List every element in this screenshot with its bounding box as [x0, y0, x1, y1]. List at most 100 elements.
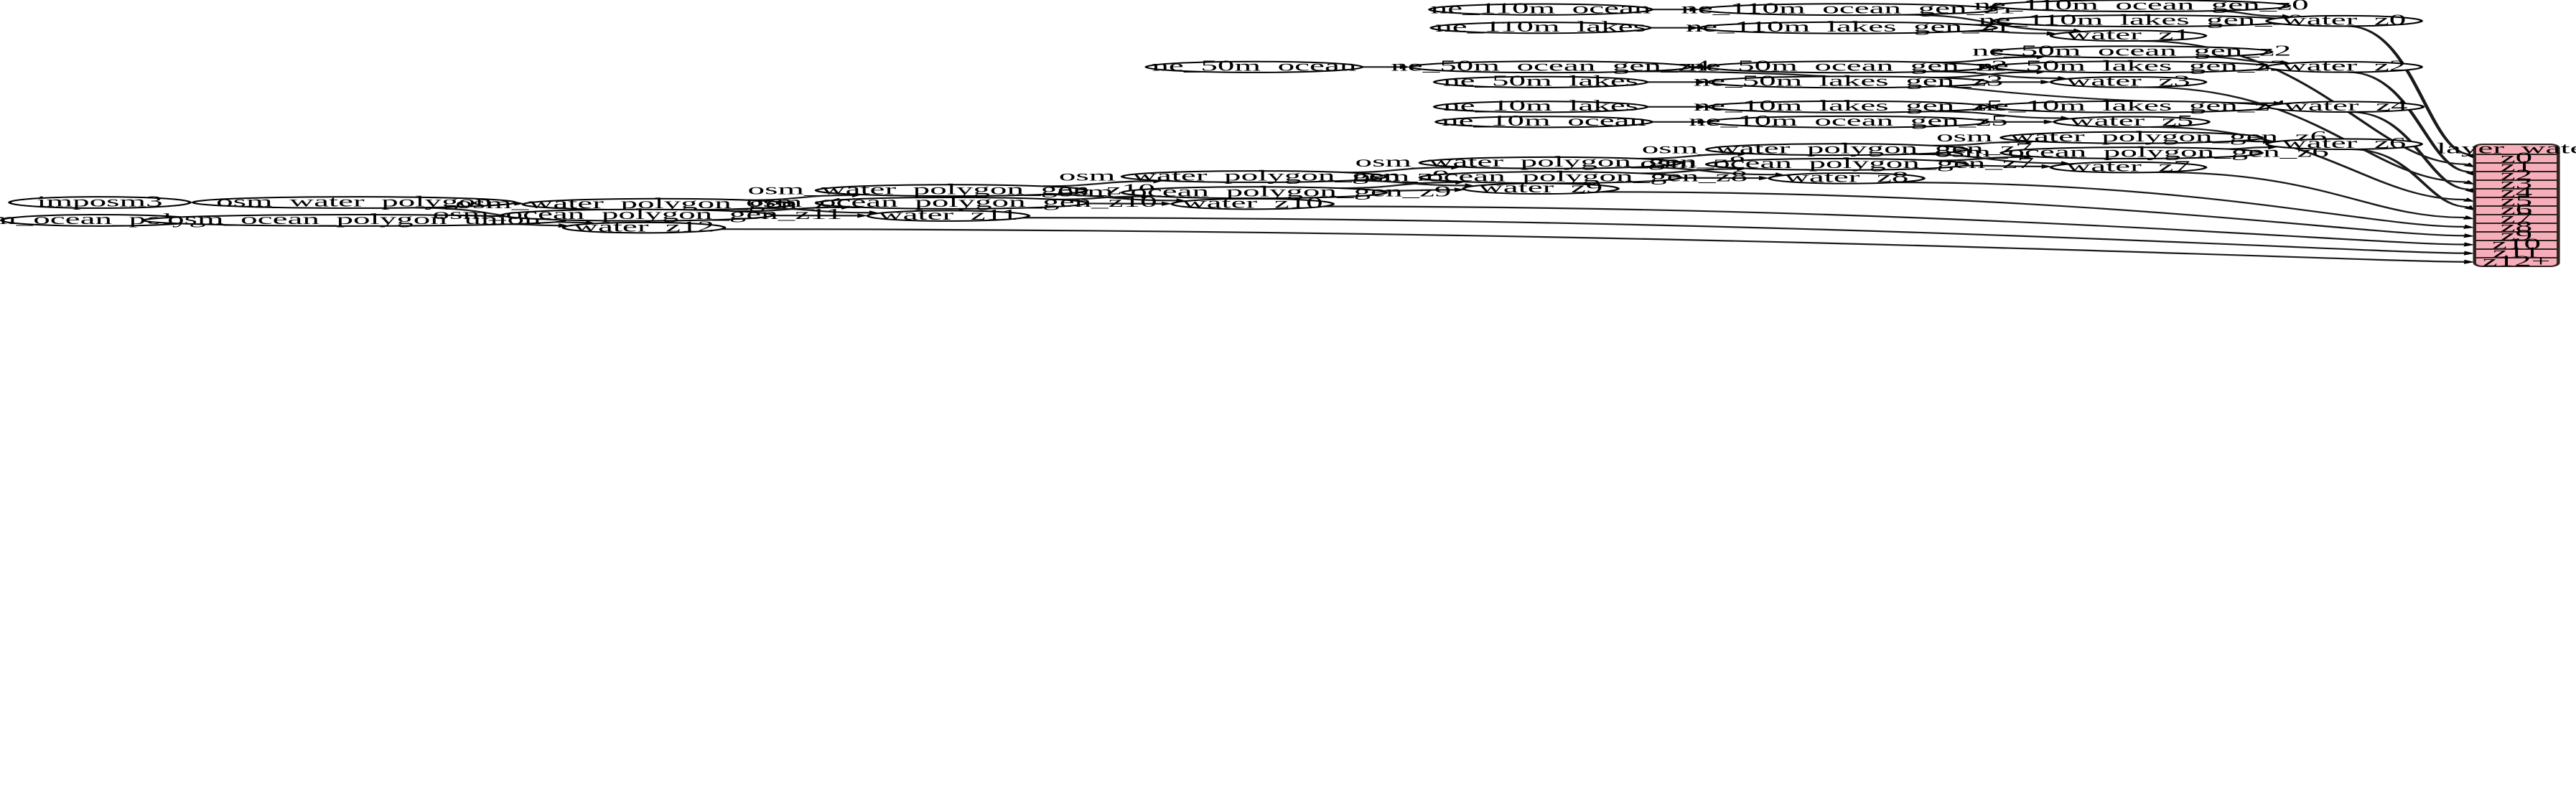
node-label-osm_water_polygon_gen_z10: osm_water_polygon_gen_z10 — [748, 181, 1156, 197]
graph-node-ne_50m_ocean_gen_z2[interactable]: ne_50m_ocean_gen_z2 — [1972, 42, 2292, 59]
edge-line — [1933, 111, 2061, 119]
node-ellipse — [561, 221, 727, 234]
edge-arrowhead — [2463, 242, 2475, 247]
graph-node-osm_ocean_polygon_gen_z7[interactable]: osm_ocean_polygon_gen_z7 — [1640, 155, 2034, 172]
node-ellipse — [1428, 3, 1654, 16]
graph-node-water_z10[interactable]: water_z10 — [1170, 195, 1335, 211]
edge-arrowhead — [2463, 259, 2475, 264]
graph-node-water_z1[interactable]: water_z1 — [2049, 27, 2208, 43]
edge-line — [2156, 171, 2465, 219]
node-label-water_z1: water_z1 — [2066, 27, 2190, 43]
edge-arrowhead — [1689, 7, 1701, 12]
graph-node-ne_10m_lakes_gen_z4[interactable]: ne_10m_lakes_gen_z4 — [1977, 98, 2286, 114]
graph-node-ne_10m_ocean[interactable]: ne_10m_ocean — [1434, 113, 1654, 129]
graph-node-ne_50m_lakes_gen_z2[interactable]: ne_50m_lakes_gen_z2 — [1977, 57, 2286, 74]
node-label-ne_110m_ocean: ne_110m_ocean — [1431, 0, 1651, 17]
record-row-z6[interactable]: z6 — [2501, 201, 2532, 218]
edge-arrowhead — [2463, 251, 2475, 256]
graph-node-ne_110m_lakes_gen_z1[interactable]: ne_110m_lakes_gen_z1 — [1686, 19, 2011, 35]
edge-arrowhead — [2040, 80, 2051, 85]
edge-line — [737, 206, 841, 213]
graph-node-osm_ocean_polygon_gen_z11[interactable]: osm_ocean_polygon_gen_z11 — [433, 206, 843, 223]
graph-node-water_z8[interactable]: water_z8 — [1768, 169, 1926, 185]
graph-node-water_z12[interactable]: water_z12 — [561, 218, 727, 235]
graph-node-imposm3[interactable]: imposm3 — [8, 193, 192, 210]
edge-line — [2347, 25, 2471, 156]
record-row-z11[interactable]: z11 — [2493, 244, 2540, 261]
node-ellipse — [1698, 3, 1998, 17]
graph-node-ne_50m_ocean[interactable]: ne_50m_ocean — [1144, 57, 1364, 74]
graph-node-ne_110m_lakes[interactable]: ne_110m_lakes — [1429, 19, 1652, 35]
node-label-water_z10: water_z10 — [1182, 195, 1323, 211]
graph-node-ne_110m_ocean[interactable]: ne_110m_ocean — [1428, 0, 1654, 17]
graph-node-ne_110m_ocean_gen_z0[interactable]: ne_110m_ocean_gen_z0 — [1974, 0, 2309, 13]
graph-node-osm_water_polygon[interactable]: osm_water_polygon — [191, 193, 517, 210]
graph-node-water_z4[interactable]: water_z4 — [2267, 98, 2425, 114]
graph-node-ne_50m_lakes[interactable]: ne_50m_lakes — [1432, 73, 1649, 89]
graph-node-ne_110m_lakes_gen_z0[interactable]: ne_110m_lakes_gen_z0 — [1979, 11, 2304, 28]
graph-node-osm_water_polygon_gen_z11[interactable]: osm_water_polygon_gen_z11 — [455, 195, 862, 212]
record-row-z2[interactable]: z2 — [2501, 167, 2532, 183]
node-label-water_z0: water_z0 — [2282, 11, 2407, 28]
graph-node-osm_water_polygon_gen_z8[interactable]: osm_water_polygon_gen_z8 — [1355, 154, 1746, 170]
graph-edge-water_z6-to-layer_water_z6 — [2351, 148, 2475, 210]
edge-line — [1348, 179, 1465, 187]
graph-node-osm_water_polygon_gen_z10[interactable]: osm_water_polygon_gen_z10 — [748, 181, 1156, 197]
graph-edge-ne_10m_lakes-to-ne_10m_lakes_gen_z5 — [1647, 104, 1709, 109]
node-ellipse — [1768, 172, 1926, 185]
edge-arrowhead — [2463, 179, 2475, 185]
record-row-z7[interactable]: z7 — [2501, 210, 2532, 226]
record-row-z3[interactable]: z3 — [2501, 175, 2532, 192]
graph-node-water_z2[interactable]: water_z2 — [2265, 57, 2423, 74]
graph-node-water_z11[interactable]: water_z11 — [866, 206, 1031, 223]
graph-node-osm_ocean_polygon_gen_z6[interactable]: osm_ocean_polygon_gen_z6 — [1934, 144, 2328, 160]
graph-node-ne_50m_lakes_gen_z3[interactable]: ne_50m_lakes_gen_z3 — [1694, 73, 2003, 89]
graph-node-osm_ocean_polygon_gen_z10[interactable]: osm_ocean_polygon_gen_z10 — [746, 194, 1157, 210]
record-header-label: layer_water — [2437, 140, 2576, 157]
record-row-z10[interactable]: z10 — [2492, 235, 2541, 252]
graph-node-water_z3[interactable]: water_z3 — [2049, 73, 2208, 89]
graph-edge-water_z12-to-layer_water_z12_ — [721, 228, 2475, 264]
node-ellipse — [1992, 0, 2292, 13]
node-ellipse — [814, 184, 1088, 197]
edge-arrowhead — [2463, 205, 2475, 210]
record-row-z0[interactable]: z0 — [2501, 149, 2532, 166]
graph-node-water_z6[interactable]: water_z6 — [2265, 135, 2423, 151]
node-ellipse — [2053, 116, 2211, 129]
graph-node-ne_10m_lakes_gen_z5[interactable]: ne_10m_lakes_gen_z5 — [1694, 98, 2003, 114]
graph-node-ne_10m_ocean_gen_z5[interactable]: ne_10m_ocean_gen_z5 — [1689, 113, 2008, 129]
record-row-z12plus[interactable]: z12+ — [2483, 253, 2551, 269]
node-ellipse — [866, 210, 1031, 222]
graph-node-water_z7[interactable]: water_z7 — [2049, 158, 2208, 174]
graph-node-water_z9[interactable]: water_z9 — [1462, 179, 1620, 196]
graph-node-osm_water_polygon_gen_z6[interactable]: osm_water_polygon_gen_z6 — [1936, 129, 2327, 145]
record-row-z9[interactable]: z9 — [2501, 227, 2532, 243]
node-label-osm_ocean_polygon_gen_z7: osm_ocean_polygon_gen_z7 — [1640, 155, 2034, 172]
edge-line — [721, 228, 2465, 263]
node-label-ne_110m_lakes: ne_110m_lakes — [1435, 19, 1646, 35]
edges-layer — [143, 5, 2475, 264]
graph-edge-osm_ocean_polygon_gen_z10-to-water_z10 — [1086, 201, 1172, 206]
node-ellipse — [1989, 45, 2274, 59]
record-row-z4[interactable]: z4 — [2501, 184, 2532, 200]
edge-arrowhead — [2046, 31, 2058, 36]
graph-node-ne_50m_ocean_gen_z4[interactable]: ne_50m_ocean_gen_z4 — [1391, 57, 1710, 74]
node-label-water_z2: water_z2 — [2282, 57, 2407, 74]
graph-node-water_z0[interactable]: water_z0 — [2265, 11, 2423, 28]
graph-node-ne_50m_ocean_gen_z3[interactable]: ne_50m_ocean_gen_z3 — [1689, 57, 2008, 74]
graph-node-osm_water_polygon_gen_z9[interactable]: osm_water_polygon_gen_z9 — [1059, 167, 1450, 184]
node-label-ne_110m_ocean_gen_z1: ne_110m_ocean_gen_z1 — [1681, 0, 2015, 17]
node-ellipse — [1704, 143, 1969, 157]
graph-node-ne_10m_lakes[interactable]: ne_10m_lakes — [1432, 98, 1649, 114]
record-row-z1[interactable]: z1 — [2501, 158, 2532, 174]
graph-node-osm_water_polygon_gen_z7[interactable]: osm_water_polygon_gen_z7 — [1642, 140, 2033, 157]
graph-node-water_z5[interactable]: water_z5 — [2053, 113, 2211, 129]
node-ellipse — [2265, 14, 2423, 27]
node-label-osm_water_polygon: osm_water_polygon — [216, 193, 492, 210]
graph-edge-water_z11-to-layer_water_z11 — [1023, 217, 2475, 256]
graph-node-ne_110m_ocean_gen_z1[interactable]: ne_110m_ocean_gen_z1 — [1681, 0, 2015, 17]
record-row-z8[interactable]: z8 — [2501, 218, 2532, 235]
graph-node-osm_ocean_polygon_gen_z8[interactable]: osm_ocean_polygon_gen_z8 — [1353, 168, 1747, 185]
record-table-layer-water: layer_waterz0z1z2z3z4z5z6z7z8z9z10z11z12… — [2437, 140, 2576, 269]
record-row-z5[interactable]: z5 — [2501, 192, 2532, 209]
